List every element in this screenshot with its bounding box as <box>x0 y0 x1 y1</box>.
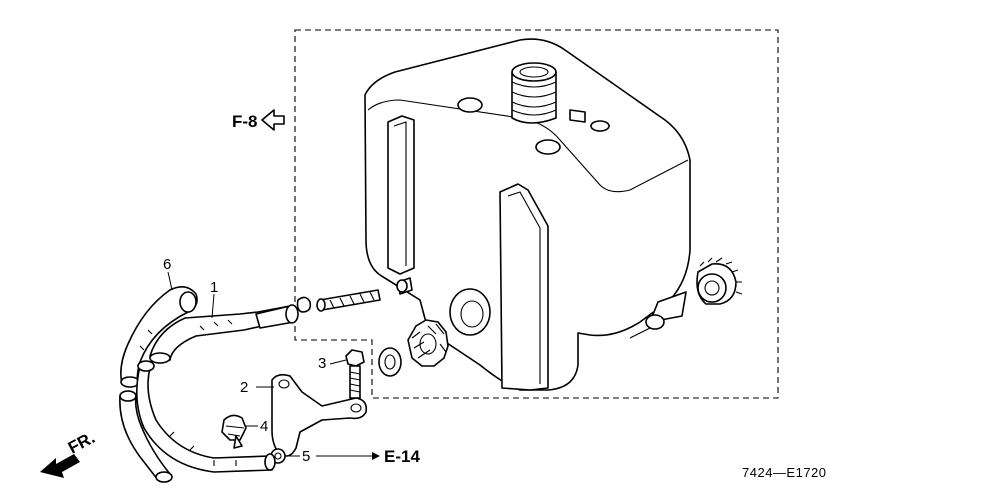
ref-e14: E-14 <box>384 447 420 466</box>
oil-tank <box>364 38 691 391</box>
drawing-code: 7424—E1720 <box>742 465 827 480</box>
hose-6 <box>119 286 276 483</box>
strainer-plug <box>696 257 743 305</box>
e14-arrowhead <box>372 452 380 460</box>
hose-1 <box>149 304 299 364</box>
small-clip <box>296 296 312 313</box>
callout-3: 3 <box>318 355 326 372</box>
bolt <box>345 349 365 399</box>
callout-4: 4 <box>260 418 268 435</box>
ref-f8: F-8 <box>232 112 258 131</box>
strainer-screen <box>316 277 413 312</box>
assembly-boundary <box>294 29 779 399</box>
callout-1: 1 <box>210 279 218 296</box>
callout-6: 6 <box>163 256 171 273</box>
washer <box>378 347 402 377</box>
callout-2: 2 <box>240 379 248 396</box>
collar <box>629 291 687 339</box>
grommet <box>407 319 449 367</box>
hose-clamp <box>221 414 247 449</box>
front-arrow-icon <box>40 454 80 478</box>
f8-arrow-icon <box>261 109 285 131</box>
callout-5: 5 <box>302 448 310 465</box>
ref-front: FR. <box>65 428 98 458</box>
